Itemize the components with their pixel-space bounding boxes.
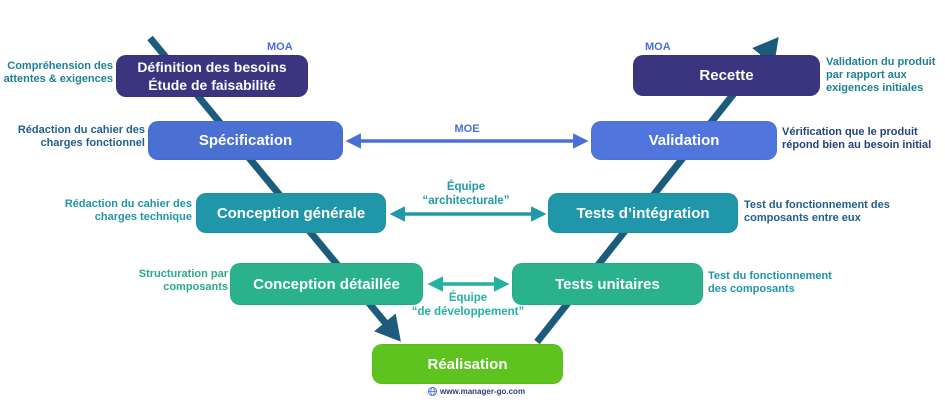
annotation-test-integration: Test du fonctionnement des composants en… [744, 199, 909, 225]
phase-box-conception-detaillee: Conception détaillée [230, 263, 423, 305]
phase-label: Spécification [198, 132, 293, 149]
moa-right-label: MOA [645, 41, 671, 53]
globe-icon [428, 387, 437, 396]
annotation-line: répond bien au besoin initial [782, 139, 932, 151]
phase-label: Tests unitaires [555, 275, 660, 293]
annotation-line: charges technique [94, 211, 192, 223]
annotation-test-unitaires: Test du fonctionnement des composants [708, 270, 853, 296]
equipe-line: “architecturale” [422, 195, 510, 207]
annotation-cahier-fonctionnel: Rédaction du cahier des charges fonction… [5, 124, 145, 150]
phase-box-validation: Validation [591, 121, 777, 160]
annotation-line: Compréhension des [7, 60, 113, 72]
phase-box-conception-generale: Conception générale [196, 193, 386, 233]
annotation-line: des composants [708, 283, 795, 295]
annotation-comprehension: Compréhension des attentes & exigences [0, 60, 113, 86]
phase-box-definition-besoins: Définition des besoins Étude de faisabil… [116, 55, 308, 97]
phase-box-realisation: Réalisation [372, 344, 563, 384]
moa-left-label: MOA [267, 41, 293, 53]
phase-box-tests-integration: Tests d’intégration [548, 193, 738, 233]
annotation-line: attentes & exigences [3, 73, 113, 85]
phase-label: Étude de faisabilité [148, 77, 276, 93]
annotation-line: Validation du produit [826, 56, 936, 68]
annotation-line: exigences initiales [826, 82, 924, 94]
annotation-line: Rédaction du cahier des [17, 124, 145, 136]
annotation-line: charges fonctionnel [40, 137, 145, 149]
equipe-line: Équipe [446, 181, 486, 193]
annotation-cahier-technique: Rédaction du cahier des charges techniqu… [55, 198, 192, 224]
phase-label: Tests d’intégration [576, 204, 710, 222]
equipe-line: Équipe [448, 292, 488, 304]
phase-box-recette: Recette [633, 55, 820, 96]
phase-label: Validation [648, 132, 720, 149]
phase-label: Définition des besoins [137, 59, 287, 75]
annotation-line: par rapport aux [826, 69, 907, 81]
equipe-architecturale-label: Équipe “architecturale” [385, 180, 547, 208]
annotation-line: Test du fonctionnement des [744, 199, 890, 211]
annotation-verification-produit: Vérification que le produit répond bien … [782, 126, 945, 152]
phase-label: Conception détaillée [253, 275, 400, 293]
annotation-structuration: Structuration par composants [125, 268, 228, 294]
watermark: www.manager-go.com [428, 387, 525, 396]
phase-label: Réalisation [427, 355, 508, 373]
annotation-line: composants entre eux [744, 212, 861, 224]
phase-box-tests-unitaires: Tests unitaires [512, 263, 703, 305]
phase-box-specification: Spécification [148, 121, 343, 160]
annotation-line: Rédaction du cahier des [64, 198, 192, 210]
phase-label: Recette [699, 67, 754, 84]
annotation-validation-produit: Validation du produit par rapport aux ex… [826, 56, 945, 95]
watermark-url: www.manager-go.com [440, 387, 526, 396]
annotation-line: Vérification que le produit [782, 126, 918, 138]
equipe-developpement-label: Équipe “de développement” [392, 291, 544, 319]
equipe-line: “de développement” [411, 306, 525, 318]
annotation-line: composants [163, 281, 228, 293]
phase-label: Conception générale [216, 204, 366, 222]
annotation-line: Structuration par [138, 268, 228, 280]
annotation-line: Test du fonctionnement [708, 270, 832, 282]
moe-label: MOE [454, 123, 480, 135]
